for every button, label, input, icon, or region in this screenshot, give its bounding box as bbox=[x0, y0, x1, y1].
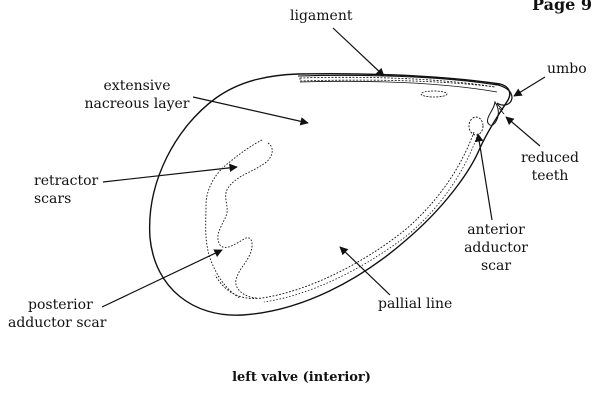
leader-reduced-teeth bbox=[506, 117, 540, 146]
ligament-inner-edge bbox=[300, 81, 497, 92]
ligament-oval bbox=[421, 91, 447, 97]
label-anterior-adductor-line3: scar bbox=[456, 257, 536, 275]
label-anterior-adductor-line2: adductor bbox=[456, 239, 536, 257]
anterior-adductor-scar-outline bbox=[469, 117, 483, 135]
leader-nacreous bbox=[193, 97, 308, 123]
leader-ligament bbox=[333, 28, 384, 76]
label-anterior-adductor-scar: anterior adductor scar bbox=[456, 221, 536, 275]
leader-posterior-adductor bbox=[102, 250, 222, 307]
label-reduced-teeth-line1: reduced bbox=[510, 149, 590, 167]
label-reduced-teeth: reduced teeth bbox=[510, 149, 590, 185]
reduced-teeth-shape bbox=[488, 102, 499, 125]
label-umbo: umbo bbox=[547, 60, 587, 78]
leader-anterior-adductor bbox=[478, 134, 492, 220]
label-retractor-scars-line1: retractor bbox=[34, 172, 98, 190]
label-ligament: ligament bbox=[290, 7, 352, 25]
pallial-line-path bbox=[215, 132, 474, 298]
leader-pallial-line bbox=[340, 247, 390, 295]
label-extensive-nacreous-line2: nacreous layer bbox=[67, 95, 207, 113]
label-anterior-adductor-line1: anterior bbox=[456, 221, 536, 239]
label-extensive-nacreous-layer: extensive nacreous layer bbox=[67, 77, 207, 113]
label-retractor-scars-line2: scars bbox=[34, 190, 98, 208]
label-posterior-adductor-line1: posterior bbox=[8, 296, 106, 314]
label-posterior-adductor-line2: adductor scar bbox=[8, 314, 106, 332]
label-extensive-nacreous-line1: extensive bbox=[67, 77, 207, 95]
label-reduced-teeth-line2: teeth bbox=[510, 167, 590, 185]
leader-umbo bbox=[514, 77, 545, 96]
retractor-scars-outline bbox=[218, 143, 272, 298]
figure-caption: left valve (interior) bbox=[0, 370, 603, 385]
leader-retractor bbox=[103, 167, 237, 182]
retractor-scars-outline-outer bbox=[206, 140, 262, 298]
label-posterior-adductor-scar: posterior adductor scar bbox=[8, 296, 106, 332]
label-retractor-scars: retractor scars bbox=[34, 172, 98, 208]
label-pallial-line: pallial line bbox=[378, 295, 452, 313]
